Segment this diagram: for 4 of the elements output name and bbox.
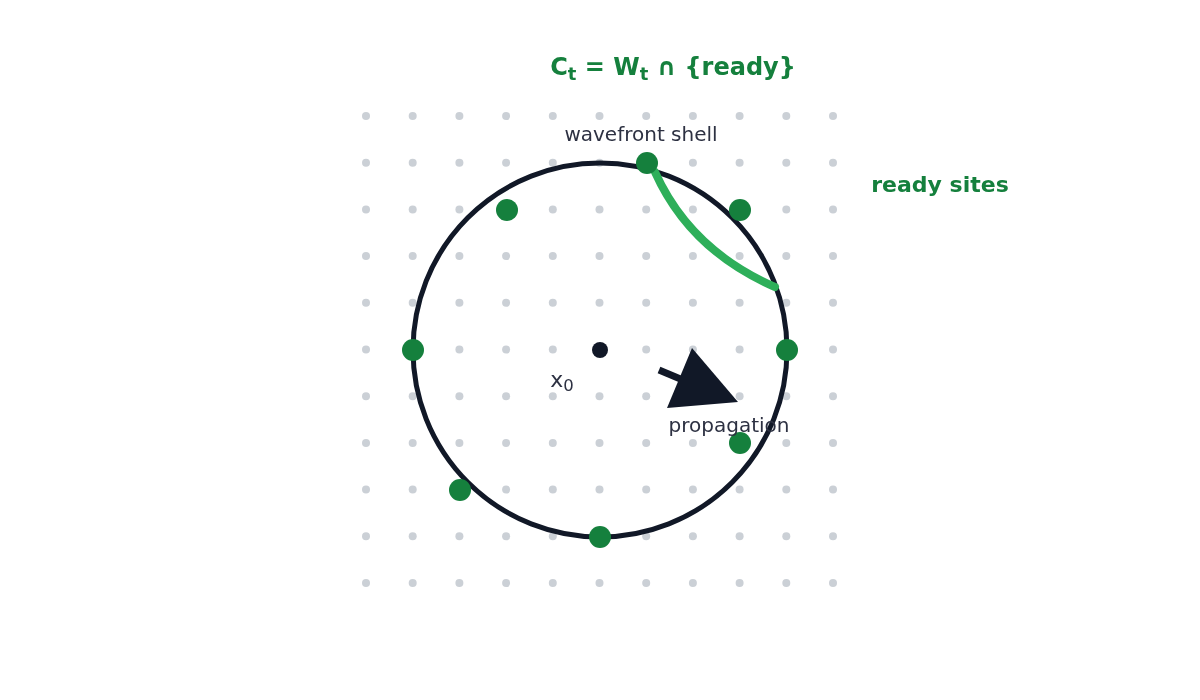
title: C$_{t}$ = W$_{t}$ ∩ {ready}: [550, 52, 796, 85]
shell-label: wavefront shell: [564, 121, 718, 148]
ready-sites-label: ready sites: [871, 170, 1009, 199]
origin-label: x$_{0}$: [550, 365, 574, 396]
